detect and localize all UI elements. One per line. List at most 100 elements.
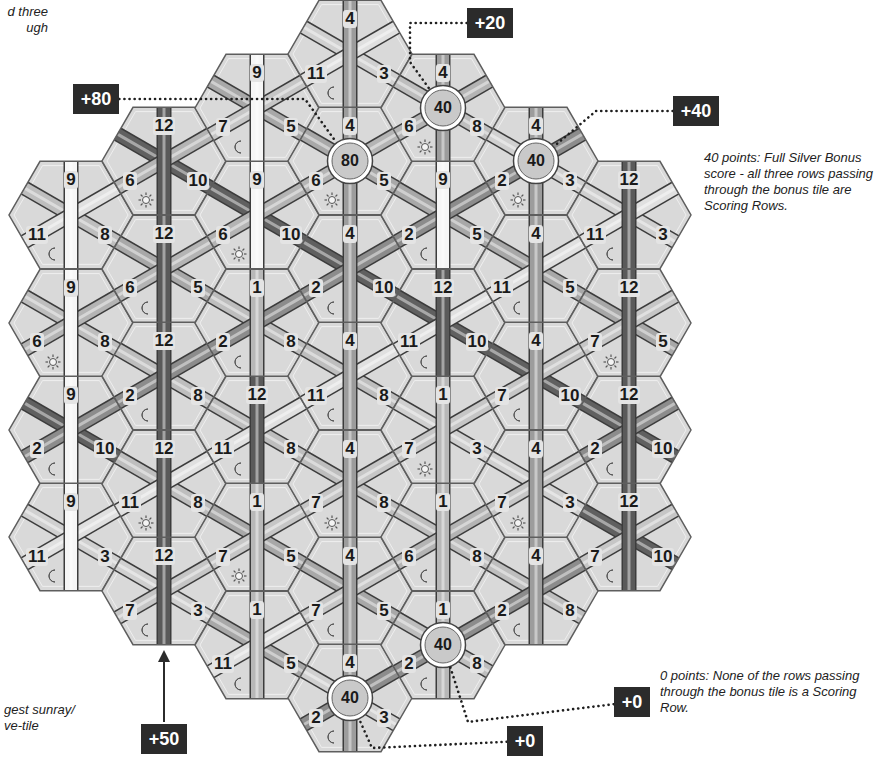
tile-number: 4 bbox=[343, 117, 356, 135]
number-slot: 7 bbox=[575, 548, 615, 566]
bonus-ring bbox=[421, 85, 466, 130]
bonus-value: 40 bbox=[527, 152, 545, 170]
sun-ray bbox=[523, 522, 526, 523]
sun-ray bbox=[604, 361, 607, 362]
tile-number: 1 bbox=[436, 386, 449, 404]
tile-number: 3 bbox=[563, 172, 576, 190]
number-slot: 8 bbox=[457, 548, 497, 566]
bonus-core bbox=[425, 627, 461, 663]
sun-ray bbox=[522, 195, 524, 197]
tile-number: 12 bbox=[432, 279, 455, 297]
sun-icon bbox=[329, 519, 336, 526]
number-slot: 7 bbox=[296, 494, 336, 512]
annotation: 40 points: Full Silver Bonus score - all… bbox=[704, 150, 878, 214]
hex-tile: 12710 bbox=[567, 483, 691, 591]
bonus-circle: 40 bbox=[419, 84, 467, 132]
number-slot: 4 bbox=[423, 64, 463, 82]
score-value: +50 bbox=[149, 729, 180, 749]
hex-tile: 12210 bbox=[567, 376, 691, 484]
number-slot: 4 bbox=[330, 10, 370, 28]
hex-tile: 428 bbox=[474, 537, 598, 645]
sun-ray bbox=[513, 526, 515, 528]
hex-tile: 473 bbox=[474, 430, 598, 538]
tile-number: 6 bbox=[216, 226, 229, 244]
pipe-edge bbox=[343, 322, 358, 429]
sun-ray bbox=[337, 522, 340, 523]
sun-ray bbox=[606, 365, 608, 367]
tile-number: 2 bbox=[123, 387, 136, 405]
hex-tile: 46840 bbox=[381, 54, 505, 162]
tile-number: 9 bbox=[64, 171, 77, 189]
number-slot: 11 bbox=[296, 387, 336, 405]
hex-tile: 925 bbox=[381, 161, 505, 269]
number-slot: 5 bbox=[271, 655, 311, 673]
tile-number: 1 bbox=[250, 493, 263, 511]
sun-ray bbox=[327, 195, 329, 197]
sun-icon bbox=[422, 143, 429, 150]
number-slot: 9 bbox=[51, 493, 91, 511]
number-slot: 11 bbox=[575, 226, 615, 244]
sun-ray bbox=[610, 354, 611, 357]
number-slot: 5 bbox=[457, 226, 497, 244]
tile-number: 8 bbox=[470, 118, 483, 136]
moon-icon bbox=[49, 248, 55, 260]
number-slot: 8 bbox=[271, 440, 311, 458]
pipe bbox=[344, 537, 356, 644]
tile-number: 8 bbox=[98, 226, 111, 244]
bonus-ring bbox=[421, 622, 466, 667]
sun-ray bbox=[238, 259, 239, 262]
pipe-edge bbox=[343, 215, 358, 322]
hex-tile: 1275 bbox=[567, 269, 691, 377]
pipe bbox=[530, 537, 542, 644]
pointer-arrow-shaft bbox=[163, 660, 165, 722]
pipe-edge bbox=[64, 269, 79, 376]
sun-ray bbox=[145, 528, 146, 531]
sun-ray bbox=[420, 150, 422, 152]
tile-number: 11 bbox=[26, 226, 48, 244]
sun-ray bbox=[58, 361, 61, 362]
sun-ray bbox=[150, 195, 152, 197]
hex-tile: 478 bbox=[288, 430, 412, 538]
number-slot: 1 bbox=[423, 386, 463, 404]
sun-ray bbox=[150, 526, 152, 528]
moon-icon bbox=[142, 624, 148, 636]
tile-number: 3 bbox=[377, 65, 390, 83]
number-slot: 12 bbox=[144, 332, 184, 350]
sun-ray bbox=[232, 576, 235, 577]
number-slot: 10 bbox=[178, 172, 218, 190]
score-value: +0 bbox=[622, 692, 643, 712]
sun-ray bbox=[145, 193, 146, 196]
number-slot: 2 bbox=[17, 440, 57, 458]
tile-number: 4 bbox=[529, 332, 542, 350]
hex-tile: 4710 bbox=[474, 322, 598, 430]
sun-ray bbox=[150, 204, 152, 206]
sun-ray bbox=[429, 141, 431, 143]
hex-tile: 475 bbox=[288, 537, 412, 645]
number-slot: 9 bbox=[51, 279, 91, 297]
tile-number: 7 bbox=[588, 548, 601, 566]
pipe-edge bbox=[529, 430, 544, 537]
sun-ray bbox=[522, 204, 524, 206]
pipe bbox=[251, 54, 263, 161]
moon-icon bbox=[328, 731, 334, 743]
number-slot: 12 bbox=[423, 279, 463, 297]
number-slot: 7 bbox=[296, 602, 336, 620]
bonus-ring bbox=[328, 139, 373, 184]
number-slot: 12 bbox=[144, 117, 184, 135]
tile-number: 11 bbox=[305, 387, 327, 405]
tile-number: 7 bbox=[495, 494, 508, 512]
hex-tile: 12840 bbox=[381, 591, 505, 699]
sun-ray bbox=[420, 141, 422, 143]
sun-ray bbox=[429, 464, 431, 466]
pipe bbox=[65, 161, 77, 268]
tile-number: 12 bbox=[153, 547, 176, 565]
number-slot: 12 bbox=[609, 171, 649, 189]
sun-ray bbox=[517, 515, 518, 518]
number-slot: 2 bbox=[296, 279, 336, 297]
sun-ray bbox=[141, 204, 143, 206]
tile-number: 10 bbox=[373, 279, 396, 297]
tile-number: 3 bbox=[470, 440, 483, 458]
number-slot: 8 bbox=[550, 602, 590, 620]
tile-number: 2 bbox=[402, 226, 415, 244]
hex-tile: 12113 bbox=[567, 161, 691, 269]
